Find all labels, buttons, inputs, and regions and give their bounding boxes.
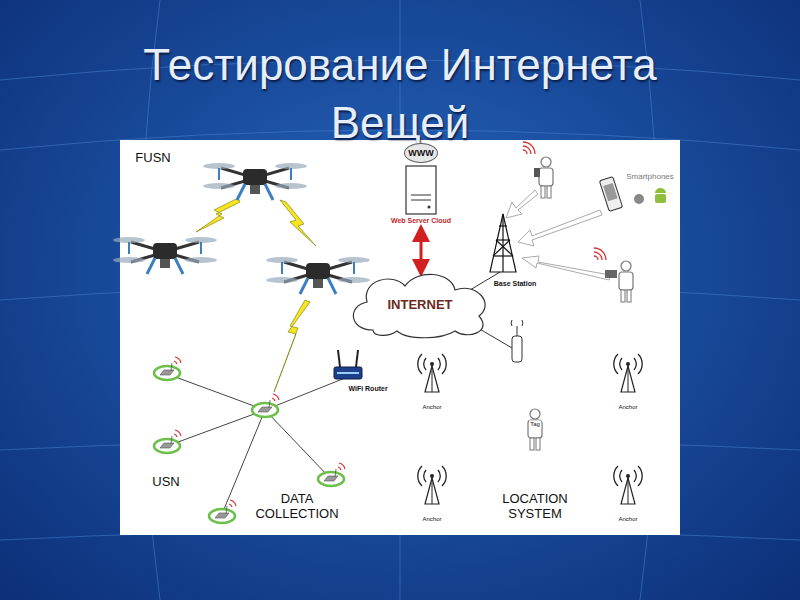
figure-label: Anchor (422, 404, 441, 411)
sensor-node (154, 430, 181, 453)
sensor-node (252, 394, 279, 417)
signal-waves (594, 248, 606, 260)
figure-label: WiFi Router (348, 385, 387, 393)
figure-label: LOCATION SYSTEM (475, 492, 595, 522)
sensor-node (209, 500, 236, 523)
figure-label: Smartphones (626, 172, 674, 181)
network-link (170, 375, 345, 514)
uplink-arrow (506, 190, 610, 280)
server-label: Web Server Cloud (391, 217, 451, 224)
figure-label: Tag (529, 421, 541, 428)
anchor-antenna (418, 354, 446, 392)
anchor-antenna (418, 466, 446, 504)
figure-label: Base Station (494, 280, 536, 288)
phone (534, 168, 540, 177)
laptop (605, 270, 617, 278)
signal-waves (523, 142, 535, 154)
smartphone (599, 177, 666, 212)
person (539, 157, 553, 198)
slide-title: Тестирование Интернета Вещей (100, 36, 700, 152)
figure-label: FUSN (135, 151, 170, 166)
drone (113, 237, 217, 274)
drone (203, 163, 307, 200)
figure-label: Anchor (618, 516, 637, 523)
server-node: WWW Web Server Cloud (382, 143, 460, 224)
figure-label: Anchor (618, 404, 637, 411)
double-arrow (420, 227, 423, 274)
person (619, 261, 633, 302)
figure-panel (120, 140, 680, 535)
antenna (511, 320, 523, 362)
wireless-link (196, 198, 316, 392)
anchor-antenna (614, 466, 642, 504)
figure-label: Anchor (422, 516, 441, 523)
tag-person (528, 409, 542, 450)
server-box (405, 165, 437, 215)
cloud-label: INTERNET (388, 297, 453, 312)
www-badge: WWW (404, 143, 437, 163)
drone (266, 257, 370, 294)
wifi-router (334, 350, 362, 379)
figure-label: DATA COLLECTION (242, 492, 352, 522)
sensor-node (154, 357, 181, 380)
sensor-node (318, 463, 345, 486)
anchor-antenna (614, 354, 642, 392)
base-station (490, 214, 516, 272)
cloud-node: INTERNET (345, 268, 495, 340)
figure-label: USN (152, 475, 179, 490)
